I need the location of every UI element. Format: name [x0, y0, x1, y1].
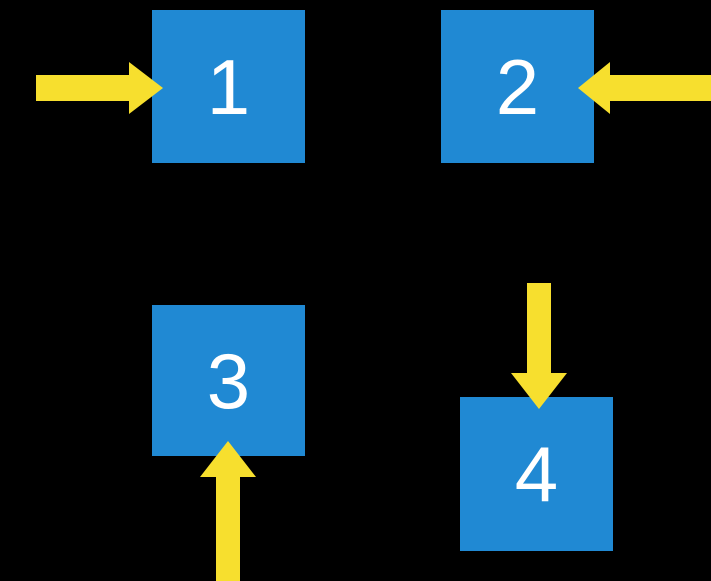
node-box-3-label: 3 [206, 336, 251, 425]
node-box-2-label: 2 [495, 42, 540, 131]
node-box-1-label: 1 [206, 42, 251, 131]
arrow-left-into-box-2-icon [578, 62, 711, 114]
node-box-1[interactable]: 1 [152, 10, 305, 163]
arrow-up-into-box-3-icon [200, 441, 256, 581]
node-box-3[interactable]: 3 [152, 305, 305, 456]
node-box-4-label: 4 [514, 430, 559, 518]
arrow-down-into-box-4-icon [511, 283, 567, 409]
arrow-right-into-box-1-icon [36, 62, 163, 114]
node-box-4[interactable]: 4 [460, 397, 613, 551]
node-box-2[interactable]: 2 [441, 10, 594, 163]
